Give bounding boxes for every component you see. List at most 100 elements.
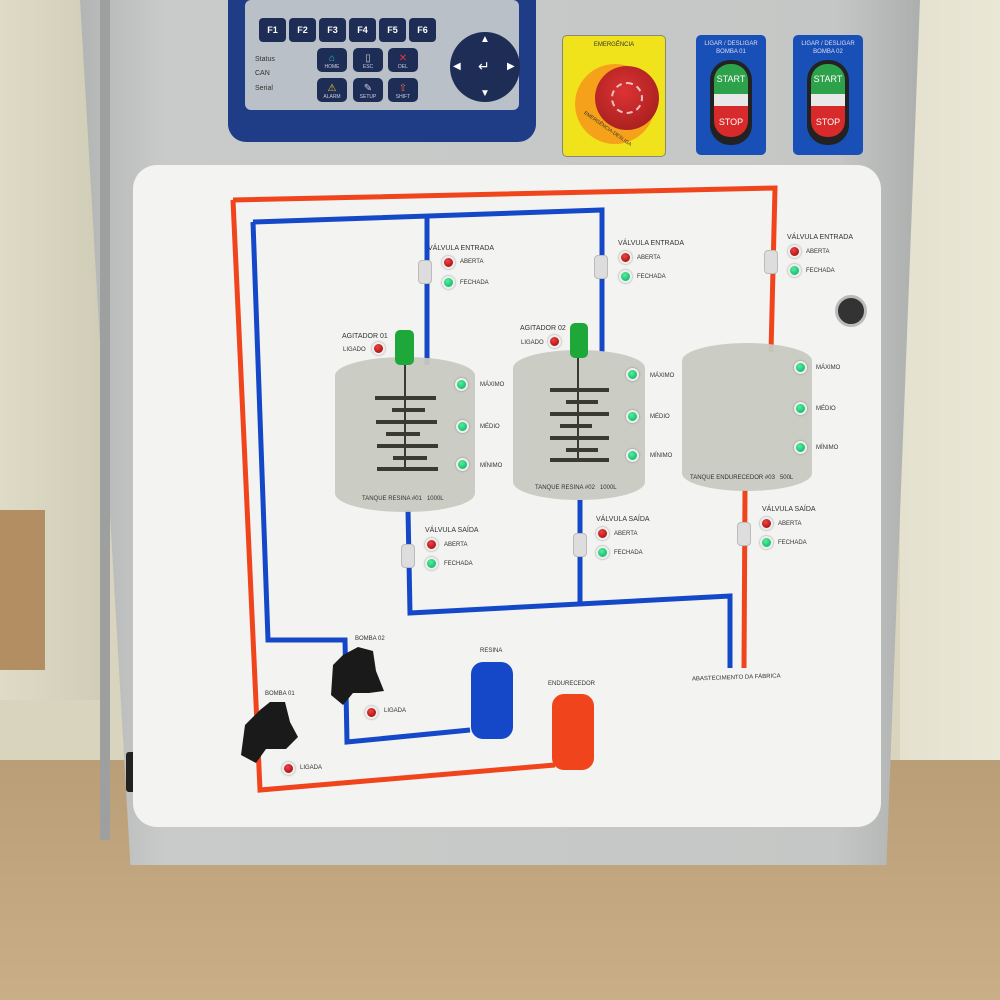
key-label: ALARM: [323, 94, 341, 100]
open-label: ABERTA: [637, 255, 661, 261]
open-label: ABERTA: [614, 531, 638, 537]
can-indicator: CAN: [255, 70, 270, 77]
led-red: [442, 256, 455, 269]
tank1-min-led: [456, 458, 469, 471]
cardboard-box: [0, 510, 45, 670]
pump2-pushbutton: START STOP: [807, 60, 849, 145]
open-label: ABERTA: [444, 542, 468, 548]
agitator-1-label: AGITADOR 01: [342, 333, 388, 340]
inlet-valve-3: [764, 250, 778, 274]
valve-in-label: VÁLVULA ENTRADA: [428, 245, 495, 252]
closed-label: FECHADA: [806, 268, 835, 274]
arrow-right-icon[interactable]: ▶: [507, 61, 515, 72]
tank2-min-led: [626, 449, 639, 462]
resin-drum-label: RESINA: [480, 648, 503, 654]
tank1-max-led: [455, 378, 468, 391]
enter-icon[interactable]: ↵: [478, 58, 490, 74]
led-red: [619, 251, 632, 264]
indicator-lens: [811, 94, 845, 106]
level-label: MÁXIMO: [816, 365, 841, 371]
switch-title: LIGAR / DESLIGAR: [801, 41, 855, 47]
level-label: MÉDIO: [816, 406, 836, 412]
level-label: MÍNIMO: [650, 453, 673, 459]
level-label: MÍNIMO: [480, 463, 503, 469]
f3-key[interactable]: F3: [319, 18, 346, 42]
key-label: DEL: [398, 64, 408, 70]
status-indicator: Status: [255, 56, 275, 63]
pump-1-label: BOMBA 01: [265, 691, 295, 697]
led-green: [760, 536, 773, 549]
tank1-mid-led: [456, 420, 469, 433]
open-label: ABERTA: [460, 259, 484, 265]
x-icon: ✕: [398, 53, 408, 64]
led-green: [788, 264, 801, 277]
shift-icon: ⇧: [398, 83, 408, 94]
closed-label: FECHADA: [460, 280, 489, 286]
pump-1-icon: [241, 702, 298, 763]
home-key[interactable]: ⌂HOME: [317, 48, 347, 72]
hardener-drum: [552, 694, 594, 770]
tank3-mid-led: [794, 402, 807, 415]
navigation-pad[interactable]: ▲ ▼ ◀ ▶ ↵: [450, 32, 520, 102]
agitator-2-led: [548, 335, 561, 348]
key-lock[interactable]: [835, 295, 867, 327]
rotate-arrows-icon: [611, 82, 643, 114]
pump-2-state: LIGADA: [384, 708, 407, 714]
tank-capacity: 500L: [779, 475, 794, 481]
led-red: [788, 245, 801, 258]
tank-hardener-3: [682, 343, 812, 491]
tank-name: TANQUE ENDURECEDOR #03: [690, 475, 775, 481]
level-label: MÁXIMO: [480, 382, 505, 388]
arrow-down-icon[interactable]: ▼: [480, 88, 490, 99]
setup-key[interactable]: ✎SETUP: [353, 78, 383, 102]
pump2-start-button[interactable]: START: [811, 64, 845, 94]
wrench-icon: ✎: [363, 83, 373, 94]
home-icon: ⌂: [328, 53, 336, 64]
led-red: [760, 517, 773, 530]
tank1-name: TANQUE RESINA #01 1000L: [362, 496, 444, 502]
led-red: [596, 527, 609, 540]
hardener-drum-label: ENDURECEDOR: [548, 681, 596, 687]
pump-1-led: [282, 762, 295, 775]
esc-key[interactable]: ▯ESC: [353, 48, 383, 72]
pump2-stop-button[interactable]: STOP: [811, 106, 845, 137]
agitator-1-led: [372, 342, 385, 355]
key-label: SETUP: [359, 94, 377, 100]
level-label: MÉDIO: [650, 414, 670, 420]
warning-icon: ⚠: [327, 83, 337, 94]
del-key[interactable]: ✕DEL: [388, 48, 418, 72]
hmi-keypad: F1 F2 F3 F4 F5 F6 Status CAN Serial ⌂HOM…: [245, 0, 520, 110]
f6-key[interactable]: F6: [409, 18, 436, 42]
outlet-valve-2: [573, 533, 587, 557]
tank2-max-led: [626, 368, 639, 381]
arrow-up-icon[interactable]: ▲: [480, 34, 490, 45]
outlet-valve-1: [401, 544, 415, 568]
door-edge: [100, 0, 110, 840]
emergency-stop-button[interactable]: [595, 66, 659, 130]
f1-key[interactable]: F1: [259, 18, 286, 42]
f2-key[interactable]: F2: [289, 18, 316, 42]
arrow-left-icon[interactable]: ◀: [453, 61, 461, 72]
tank-capacity: 1000L: [426, 496, 444, 502]
f4-key[interactable]: F4: [349, 18, 376, 42]
agitator-2-blades: [550, 358, 609, 462]
closed-label: FECHADA: [637, 274, 666, 280]
level-label: MÍNIMO: [816, 445, 839, 451]
closed-label: FECHADA: [444, 561, 473, 567]
shift-key[interactable]: ⇧SHIFT: [388, 78, 418, 102]
tank3-name: TANQUE ENDURECEDOR #03 500L: [690, 475, 793, 481]
led-green: [596, 546, 609, 559]
pump-1-state: LIGADA: [300, 765, 323, 771]
led-red: [425, 538, 438, 551]
key-label: SHIFT: [395, 94, 411, 100]
open-label: ABERTA: [806, 249, 830, 255]
pump-2-led: [365, 706, 378, 719]
pump1-stop-button[interactable]: STOP: [714, 106, 748, 137]
pump-2-icon: [331, 647, 384, 705]
alarm-key[interactable]: ⚠ALARM: [317, 78, 347, 102]
valve-in-label: VÁLVULA ENTRADA: [787, 234, 854, 241]
pump1-start-button[interactable]: START: [714, 64, 748, 94]
f5-key[interactable]: F5: [379, 18, 406, 42]
